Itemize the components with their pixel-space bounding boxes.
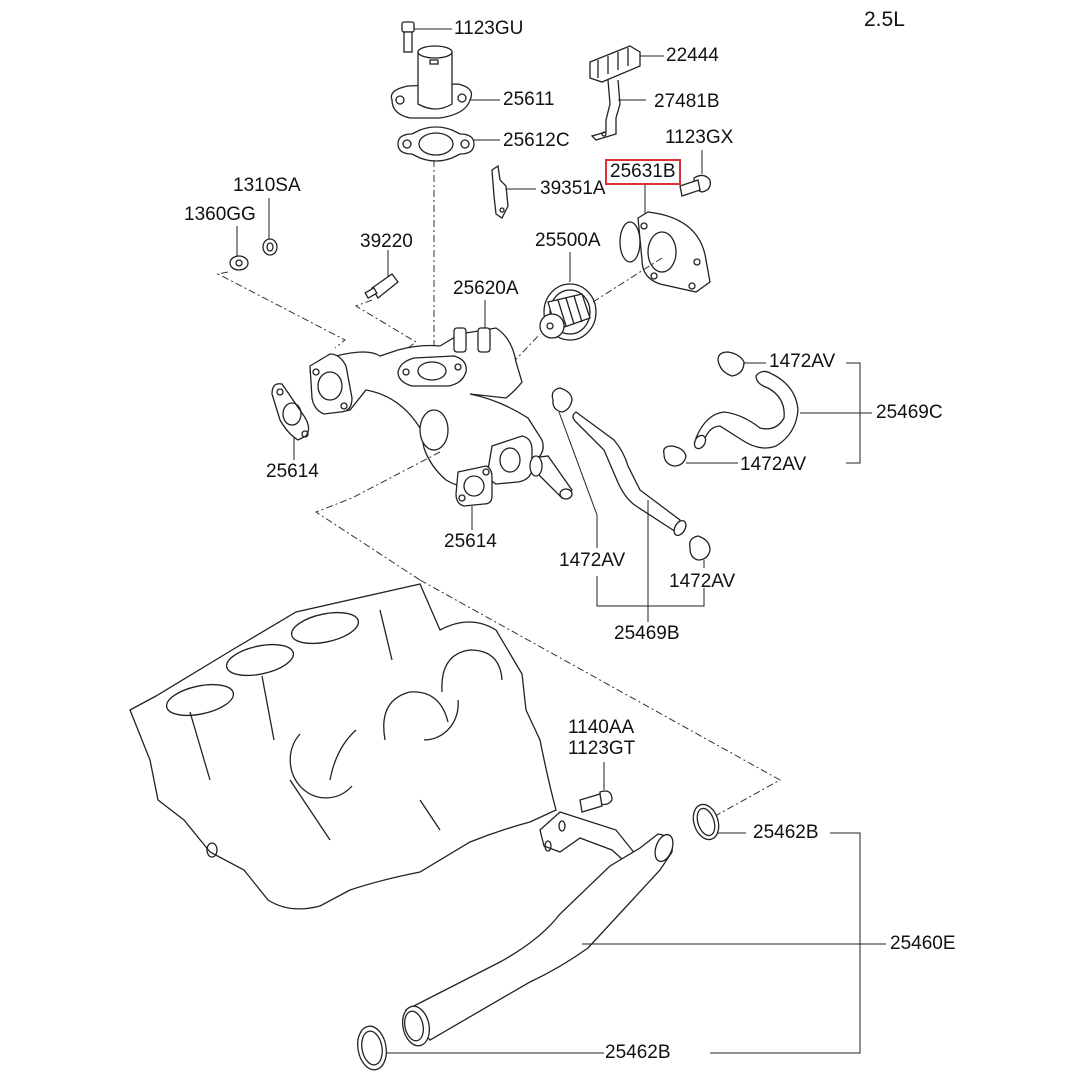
cylinder-block-drawing [129,579,782,910]
bolt-1123gu-drawing [401,21,452,53]
nut-1310sa-drawing [262,198,278,256]
part-label-25469c[interactable]: 25469C [876,402,943,423]
part-label-25500a[interactable]: 25500A [535,230,601,251]
engine-variant-label: 2.5L [864,8,905,31]
water-outlet-25611-drawing [390,45,500,119]
bolt-1123gt-drawing [579,762,613,813]
part-label-25469b[interactable]: 25469B [614,623,680,644]
part-label-1472av-right[interactable]: 1472AV [669,571,736,592]
gasket-25614-bottom-drawing [314,451,493,581]
part-label-25614-bottom[interactable]: 25614 [444,531,497,552]
part-label-1123gx[interactable]: 1123GX [665,127,734,148]
hose-25469c-drawing [663,351,872,467]
o-ring-25462b-bottom-drawing [357,1025,604,1071]
sensor-39220-drawing [354,250,417,351]
part-label-1360gg[interactable]: 1360GG [184,204,256,225]
bracket-27481b-drawing [590,79,646,141]
bolt-1123gx-drawing [679,150,711,197]
part-label-39220[interactable]: 39220 [360,231,413,252]
part-label-1123gt[interactable]: 1123GT [568,738,636,759]
clip-39351a-drawing [491,164,536,219]
part-label-22444[interactable]: 22444 [666,45,719,66]
part-label-25462b-top[interactable]: 25462B [753,822,819,843]
part-label-1123gu[interactable]: 1123GU [454,18,524,39]
part-label-1310sa[interactable]: 1310SA [233,175,301,196]
washer-1360gg-drawing [216,226,346,349]
coolant-outlet-25620a-drawing [309,300,573,500]
gasket-25614-left-drawing [271,383,310,460]
part-label-25462b-bottom[interactable]: 25462B [605,1042,671,1063]
gasket-25612c-drawing [397,126,500,162]
part-label-25620a[interactable]: 25620A [453,278,519,299]
part-label-1140aa[interactable]: 1140AA [568,717,635,738]
part-label-25611[interactable]: 25611 [503,89,555,110]
hose-25469b-drawing [551,387,711,622]
thermostat-25500a-drawing [501,252,663,375]
part-label-1472av-left[interactable]: 1472AV [559,550,626,571]
part-label-25460e[interactable]: 25460E [890,933,956,954]
part-label-27481b[interactable]: 27481B [654,91,720,112]
coolant-pipe-25460e-drawing [401,811,886,1047]
part-label-25631b-highlighted[interactable]: 25631B [605,159,681,185]
connector-22444-drawing [589,45,664,83]
part-label-1472av-lower-right[interactable]: 1472AV [740,454,807,475]
thermostat-housing-25631b-drawing [619,184,711,293]
o-ring-25462b-top-drawing [692,803,861,1054]
part-label-1472av-upper-right[interactable]: 1472AV [769,351,836,372]
part-label-25614-left[interactable]: 25614 [266,461,319,482]
part-label-25612c[interactable]: 25612C [503,130,570,151]
part-label-39351a[interactable]: 39351A [540,178,606,199]
